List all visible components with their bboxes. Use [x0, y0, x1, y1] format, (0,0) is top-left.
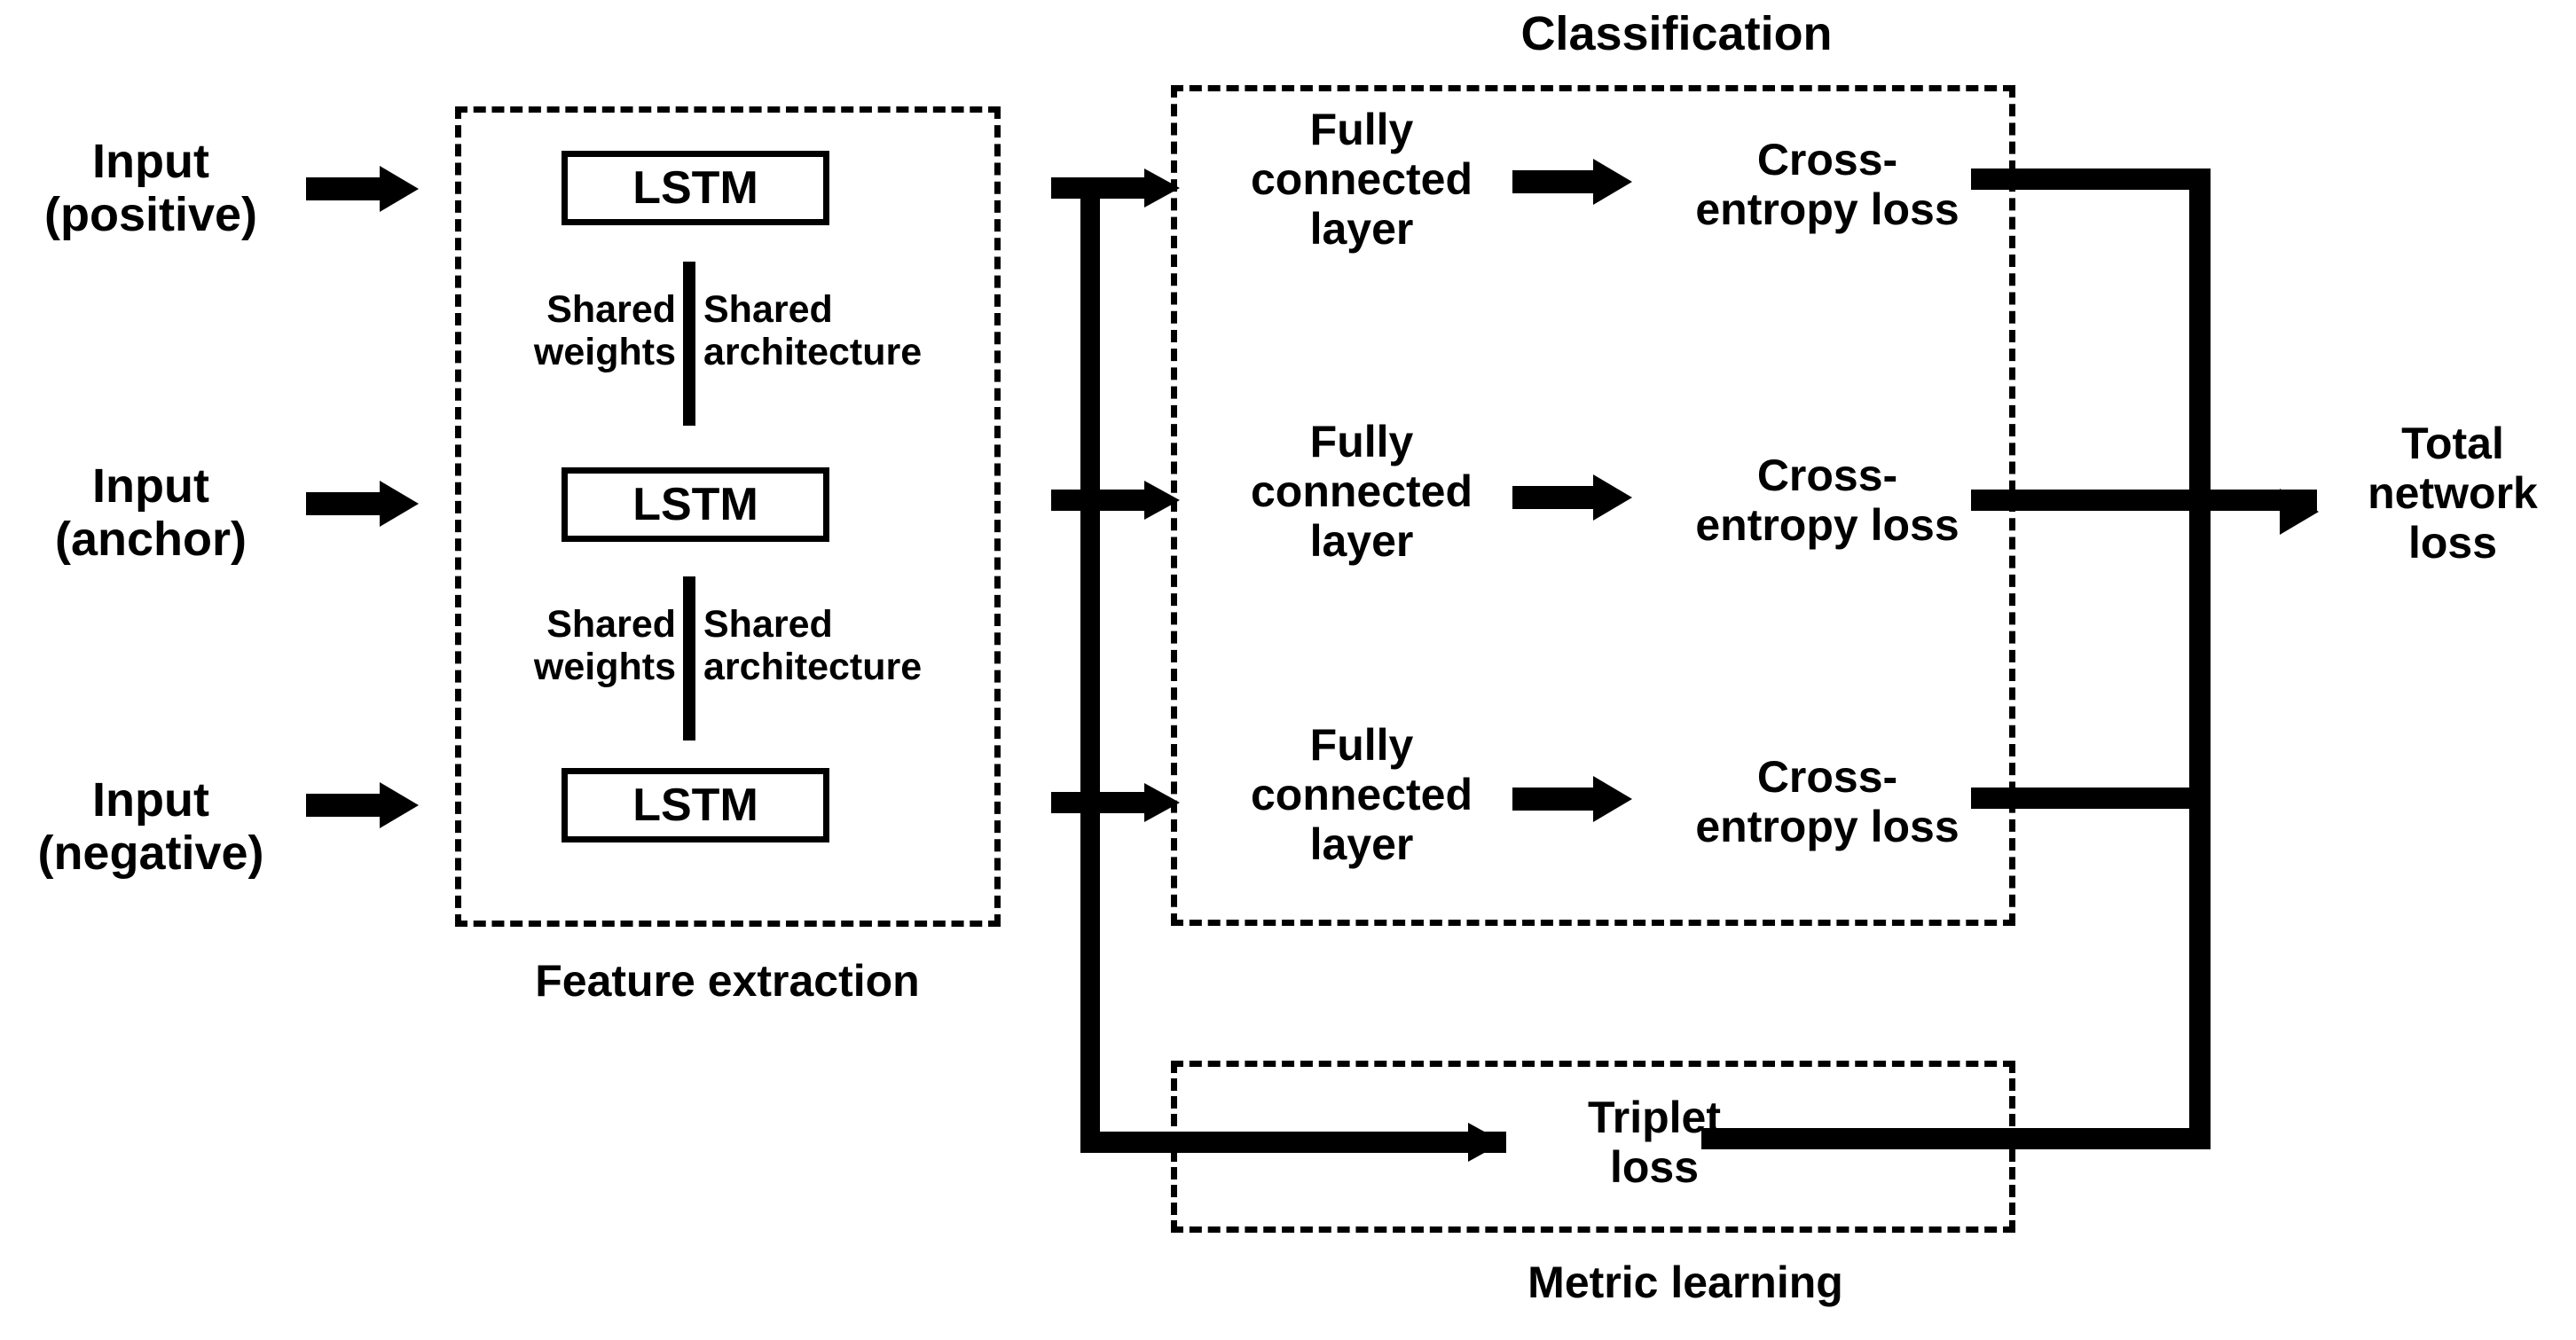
- classification-title: Classification: [1520, 7, 1833, 60]
- triplet-loss-label: Triplet loss: [1587, 1093, 1722, 1192]
- fc-to-loss-shaft-2: [1512, 486, 1597, 509]
- total-loss-arrowhead: [2280, 489, 2319, 535]
- input-label-anchor: Input (anchor): [55, 459, 247, 567]
- loss-collector-line-1: [1971, 168, 2209, 190]
- input-arrow-shaft-positive: [306, 177, 381, 200]
- lstm-box-negative: LSTM: [562, 768, 829, 842]
- feature-bus-stub-1: [1051, 177, 1149, 199]
- shared-weights-label-bottom: Shared weights: [533, 603, 676, 689]
- triplet-collector-line: [1701, 1128, 2209, 1149]
- fc-to-loss-arrowhead-3: [1593, 776, 1632, 822]
- shared-weights-label-top: Shared weights: [533, 288, 676, 374]
- input-label-positive: Input (positive): [43, 135, 258, 242]
- fc-layer-label-2: Fully connected layer: [1250, 417, 1473, 566]
- input-arrow-shaft-negative: [306, 794, 381, 817]
- feature-bus-vertical-line: [1080, 177, 1100, 1151]
- input-label-negative: Input (negative): [37, 773, 264, 881]
- loss-collector-line-2: [1971, 490, 2317, 511]
- fc-layer-label-3: Fully connected layer: [1250, 720, 1473, 869]
- cross-entropy-loss-label-2: Cross- entropy loss: [1695, 451, 1959, 550]
- cross-entropy-loss-label-1: Cross- entropy loss: [1695, 135, 1959, 234]
- input-arrow-shaft-anchor: [306, 492, 381, 515]
- fc-to-loss-shaft-1: [1512, 170, 1597, 193]
- lstm-box-positive: LSTM: [562, 151, 829, 225]
- fc-to-loss-shaft-3: [1512, 788, 1597, 811]
- loss-collector-vertical-line: [2189, 168, 2211, 1149]
- shared-architecture-label-top: Shared architecture: [703, 288, 923, 374]
- cross-entropy-loss-label-3: Cross- entropy loss: [1695, 752, 1959, 851]
- shared-divider-bottom: [683, 576, 695, 741]
- input-arrow-head-anchor: [380, 481, 419, 527]
- shared-architecture-label-bottom: Shared architecture: [703, 603, 923, 689]
- fc-layer-label-1: Fully connected layer: [1250, 105, 1473, 254]
- feature-bus-stub-triplet: [1080, 1132, 1506, 1153]
- shared-divider-top: [683, 262, 695, 426]
- feature-extraction-box: [455, 106, 1001, 927]
- input-arrow-head-negative: [380, 782, 419, 828]
- lstm-box-label: LSTM: [632, 780, 758, 831]
- feature-bus-arrow-triplet: [1468, 1123, 1504, 1162]
- fc-to-loss-arrowhead-1: [1593, 159, 1632, 205]
- feature-extraction-title: Feature extraction: [535, 956, 920, 1006]
- fc-to-loss-arrowhead-2: [1593, 474, 1632, 521]
- metric-learning-title: Metric learning: [1528, 1258, 1843, 1307]
- lstm-box-label: LSTM: [632, 479, 758, 530]
- feature-bus-stub-3: [1051, 792, 1149, 813]
- lstm-box-label: LSTM: [632, 162, 758, 214]
- loss-collector-line-3: [1971, 788, 2209, 809]
- lstm-box-anchor: LSTM: [562, 467, 829, 542]
- total-network-loss-label: Total network loss: [2368, 419, 2538, 568]
- input-arrow-head-positive: [380, 166, 419, 212]
- feature-bus-stub-2: [1051, 490, 1149, 511]
